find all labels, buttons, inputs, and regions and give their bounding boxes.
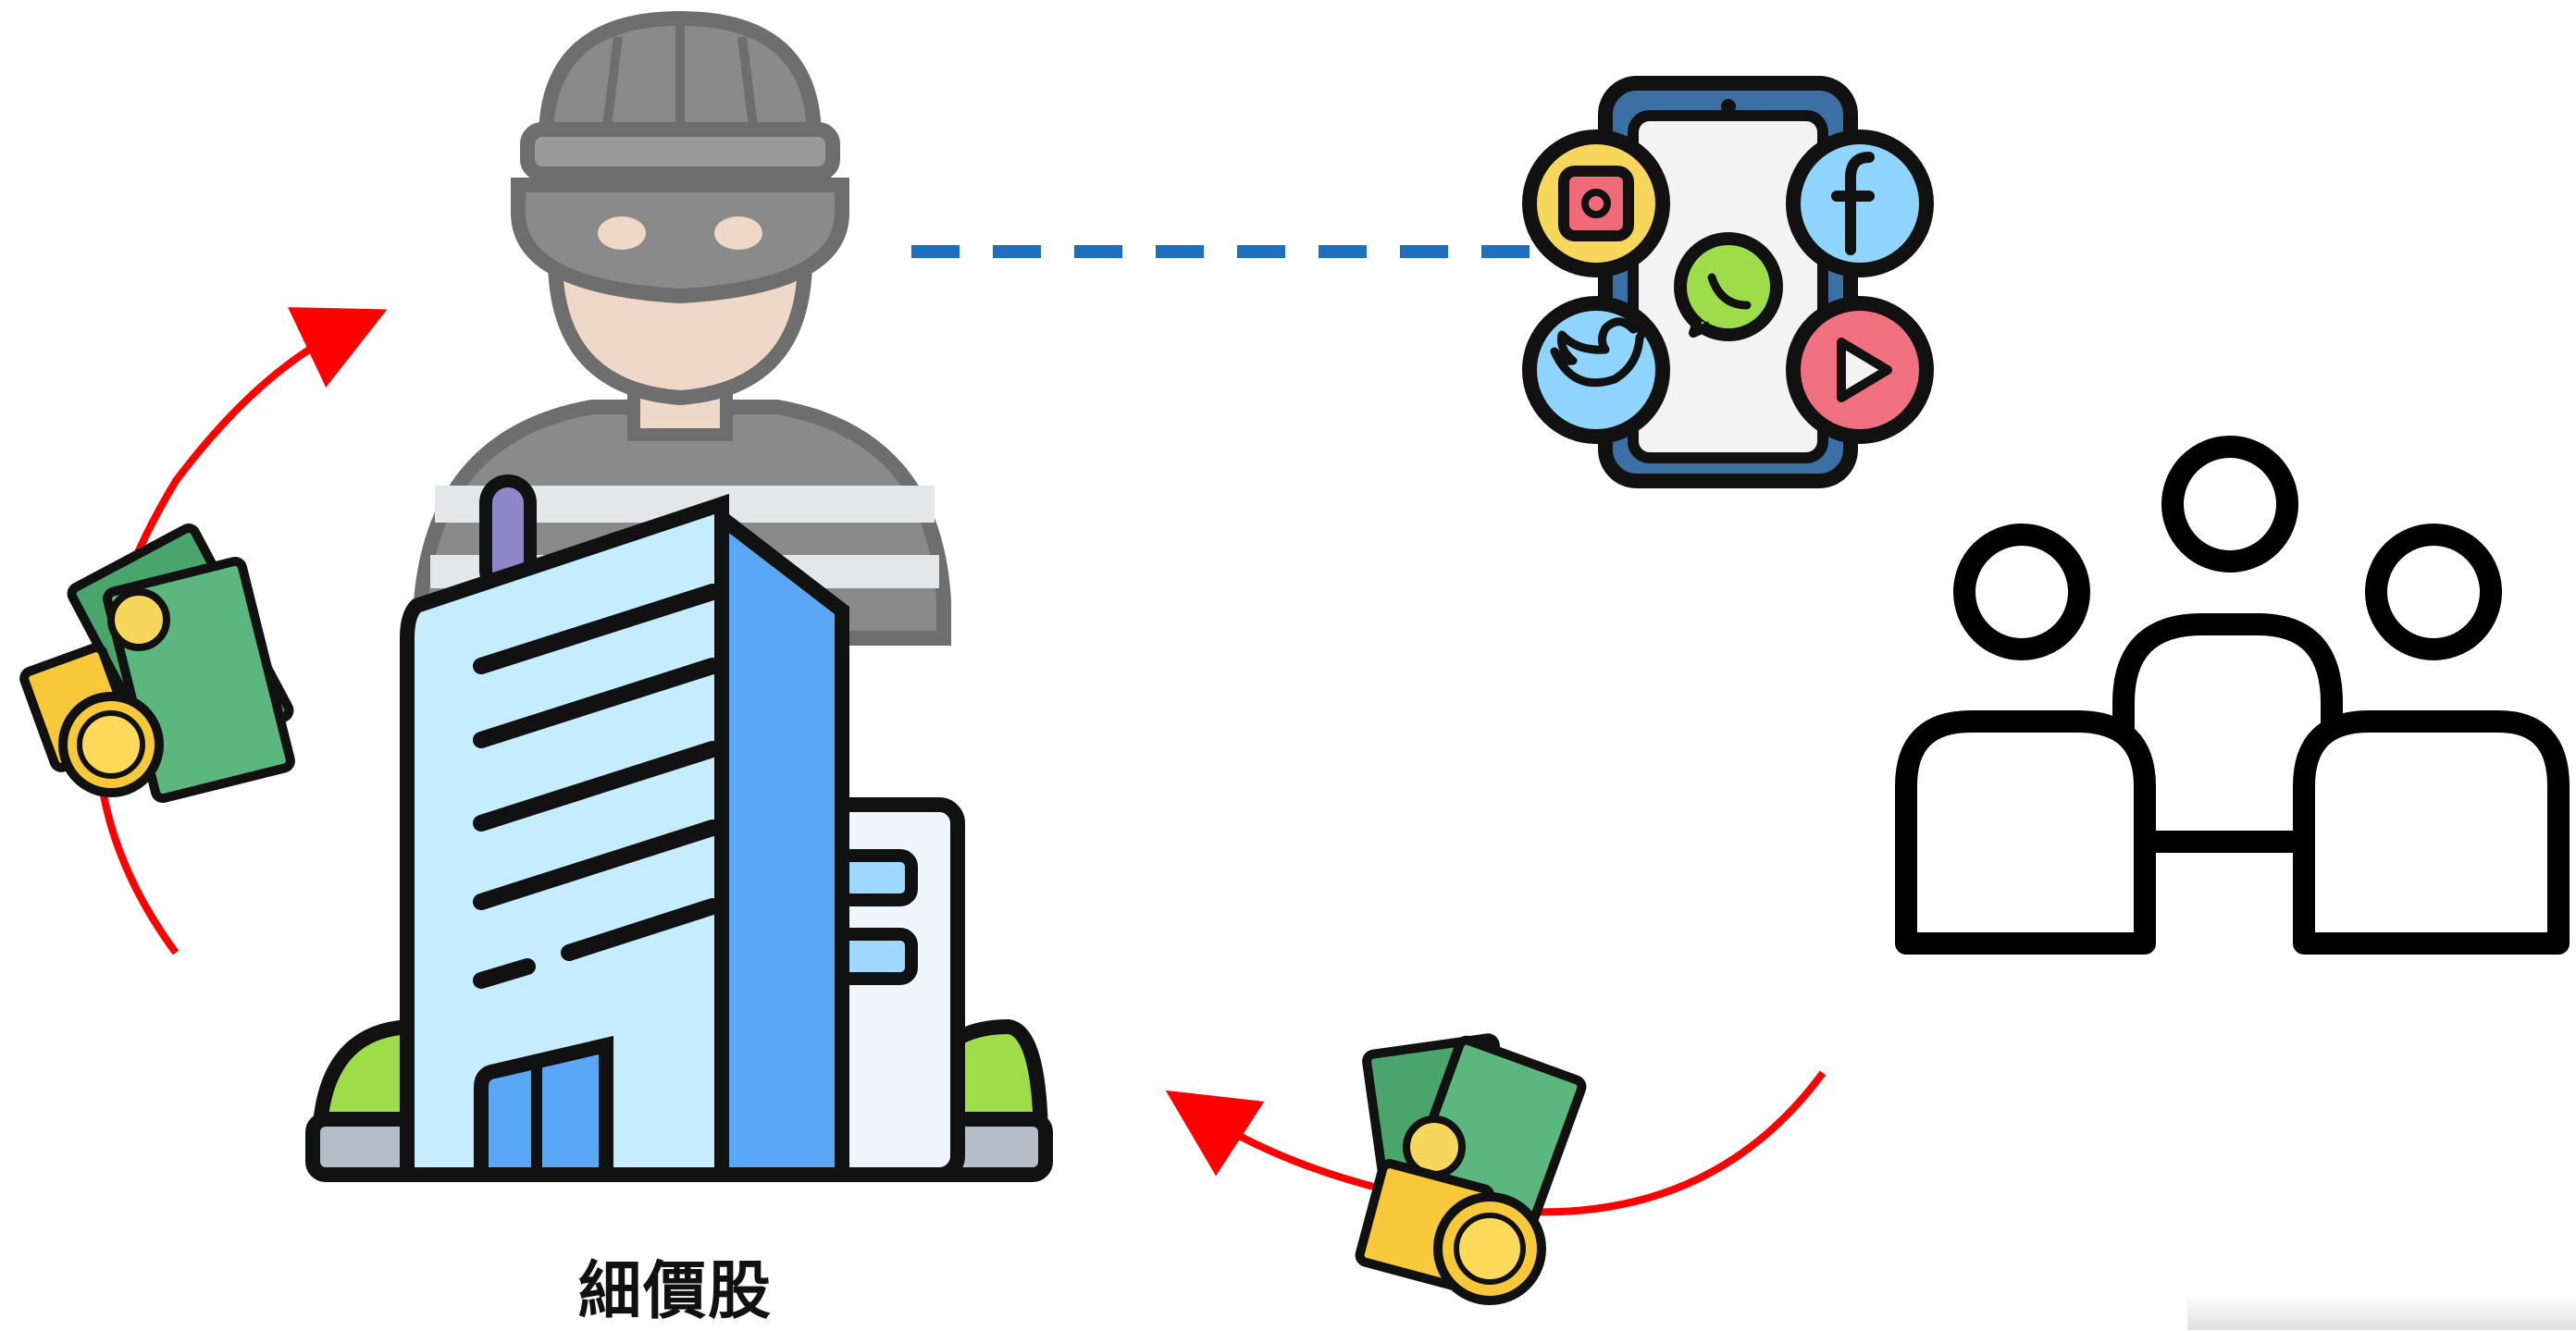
money-cash-icon — [1355, 1033, 1587, 1305]
bottom-shadow — [2187, 1293, 2576, 1330]
facebook-icon — [1786, 129, 1934, 277]
whatsapp-icon — [1674, 232, 1783, 341]
twitter-icon — [1522, 296, 1670, 444]
diagram-caption: 細價股 — [577, 1255, 773, 1328]
smartphone-social-media-icon — [1522, 76, 1934, 488]
money-cash-icon — [19, 524, 295, 804]
instagram-icon — [1522, 129, 1670, 277]
youtube-icon — [1786, 296, 1934, 444]
people-group-icon — [1895, 436, 2570, 955]
office-building-icon — [305, 474, 1053, 1182]
